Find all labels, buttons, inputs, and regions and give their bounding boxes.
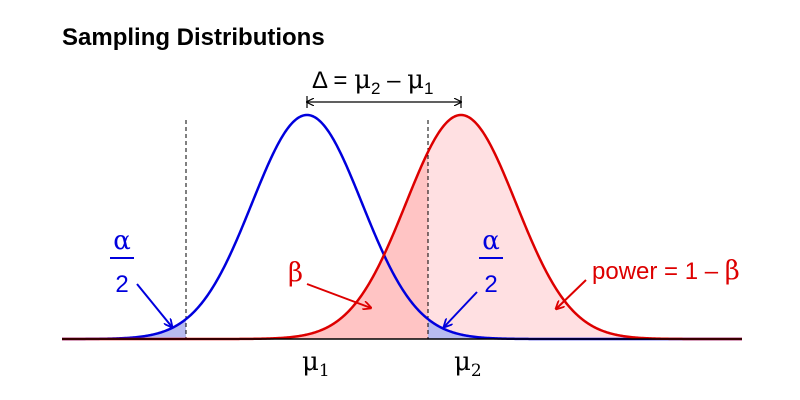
mu1-axis-label: μ1 bbox=[302, 347, 330, 381]
delta-mu-2: μ bbox=[354, 65, 371, 95]
delta-mu-1: μ bbox=[407, 65, 424, 95]
mu1-symbol: μ bbox=[302, 347, 319, 377]
alpha-right-numerator: α bbox=[482, 226, 500, 256]
alpha-left-denominator: 2 bbox=[115, 271, 128, 298]
alpha-left-numerator: α bbox=[113, 226, 131, 256]
alpha-left-arrow bbox=[136, 283, 172, 327]
delta-sub-1: 1 bbox=[424, 79, 433, 98]
beta-region bbox=[240, 151, 428, 339]
delta-symbol: Δ bbox=[312, 67, 328, 94]
alpha-right-tail-region bbox=[428, 319, 520, 339]
beta-label: β bbox=[288, 258, 303, 288]
power-label: power = 1 – β bbox=[592, 256, 740, 286]
alpha-right-arrow bbox=[444, 291, 478, 327]
mu2-symbol: μ bbox=[454, 347, 471, 377]
mu2-axis-label: μ2 bbox=[454, 347, 482, 381]
power-label-text: power = 1 – bbox=[592, 258, 725, 285]
alpha-left-tail-region bbox=[100, 319, 186, 339]
delta-label: Δ = μ2 – μ1 bbox=[312, 65, 434, 98]
beta-arrow bbox=[306, 283, 371, 308]
chart-title: Sampling Distributions bbox=[62, 24, 325, 51]
delta-sub-2: 2 bbox=[371, 79, 380, 98]
delta-equals: = bbox=[327, 67, 354, 94]
power-arrow bbox=[556, 279, 587, 309]
delta-minus: – bbox=[380, 67, 407, 94]
mu1-subscript: 1 bbox=[319, 361, 330, 381]
mu2-subscript: 2 bbox=[471, 361, 482, 381]
power-label-beta: β bbox=[725, 256, 740, 286]
alpha-right-denominator: 2 bbox=[484, 271, 497, 298]
power-region bbox=[428, 115, 742, 339]
